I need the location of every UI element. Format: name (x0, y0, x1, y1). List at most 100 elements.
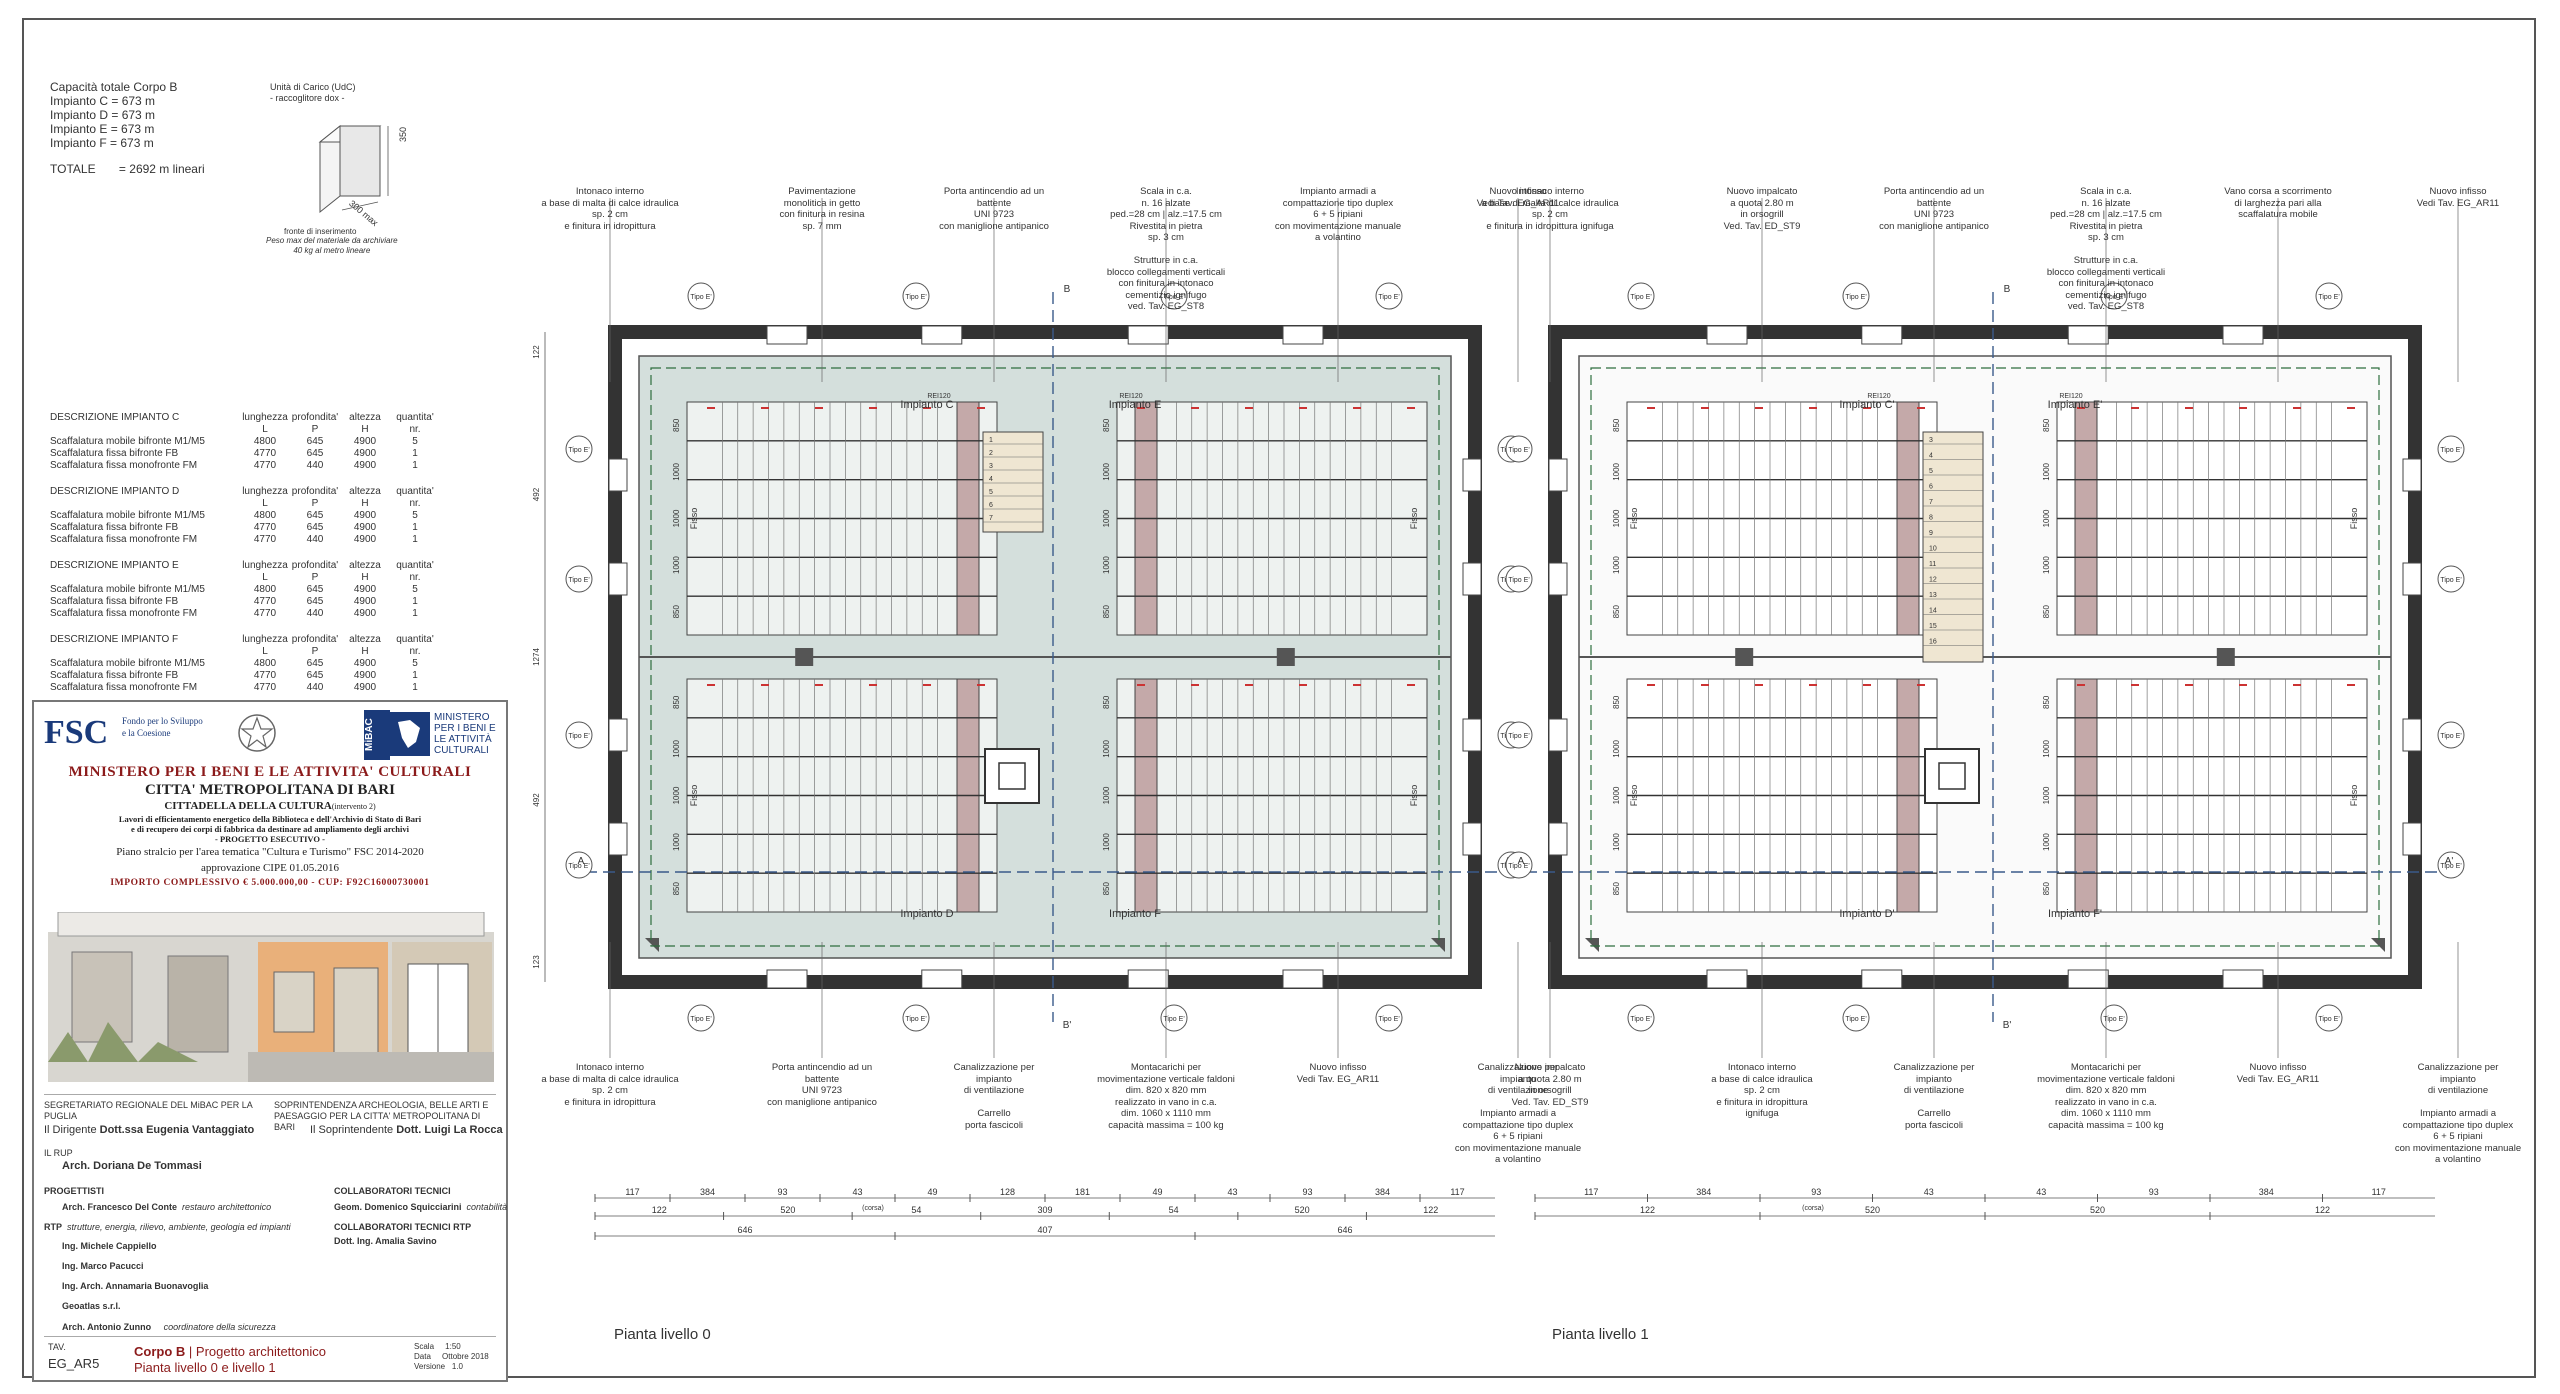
table-cell: 4770 (253, 522, 277, 533)
dimension-value: 43 (1227, 1187, 1237, 1197)
tipo-e-label: Tipo E' (690, 294, 711, 301)
shelf-dim: 850 (1612, 418, 1621, 432)
window-opening (1282, 969, 1324, 989)
table-cell: 4900 (353, 448, 377, 459)
bottom-annotation: Canalizzazione per impianto di ventilazi… (953, 1062, 1035, 1131)
ministero-logo-text: MINISTERO PER I BENI E LE ATTIVITÀ CULTU… (434, 712, 496, 756)
tipo-e-label: Tipo E' (1163, 1016, 1184, 1023)
fsc-subtitle: Fondo per lo Sviluppo e la Coesione (122, 716, 203, 738)
approvazione-cipe: approvazione CIPE 01.05.2016 (200, 862, 340, 874)
window-opening-side (608, 822, 628, 856)
fisso-label: Fisso (1629, 785, 1639, 807)
stair-number: 14 (1929, 608, 1937, 615)
column-header: quantita' (396, 412, 434, 423)
top-annotation: Nuovo impalcato a quota 2.80 m in orsogr… (1723, 186, 1801, 232)
shelf-dim: 1000 (1612, 556, 1621, 574)
top-annotation: Scala in c.a. n. 16 alzate ped.=28 cm | … (2046, 186, 2166, 312)
table-cell: 645 (306, 658, 324, 669)
dimension-value: 384 (700, 1187, 715, 1197)
shelf-dim: 1000 (672, 556, 681, 574)
tipo-e-marker (2437, 435, 2465, 463)
tipo-e-marker (2315, 1004, 2343, 1032)
table-cell: 1 (412, 460, 418, 471)
window-opening (2222, 325, 2264, 345)
vdimension-value: 492 (532, 793, 541, 807)
tipo-e-label: Tipo E' (1630, 1016, 1651, 1023)
tipo-e-marker (687, 282, 715, 310)
tipo-e-label: Tipo E' (1378, 1016, 1399, 1023)
impianto-title: DESCRIZIONE IMPIANTO F (50, 634, 179, 645)
shelf-dim: 850 (1102, 418, 1111, 432)
piano-stralcio: Piano stralcio per l'area tematica "Cult… (116, 846, 424, 858)
shelf-dim: 850 (672, 418, 681, 432)
dashed-boundary (1590, 367, 2380, 947)
collab-label: COLLABORATORI TECNICI (334, 1186, 451, 1196)
collab: Geom. Domenico Squicciarini contabilità (334, 1202, 508, 1212)
window-opening-side (2402, 458, 2422, 492)
tipo-e-label: Tipo E' (2440, 447, 2461, 454)
dimension-value: 117 (1450, 1187, 1464, 1197)
tipo-e-label: Tipo E' (2440, 577, 2461, 584)
tipo-e-label: Tipo E' (905, 1016, 926, 1023)
fisso-label: Fisso (1629, 508, 1639, 530)
impianto-title: DESCRIZIONE IMPIANTO E (50, 560, 179, 571)
vdimension-value: 1274 (532, 648, 541, 666)
tipo-e-label: Tipo E' (568, 447, 589, 454)
window-opening-side (2402, 562, 2422, 596)
dimension-value: 43 (2036, 1187, 2046, 1197)
shelf-dim: 850 (1612, 881, 1621, 895)
capacity-line: Impianto F = 673 m (50, 136, 154, 150)
column-subheader: H (361, 498, 369, 509)
shelf-dim: 1000 (1612, 833, 1621, 851)
shelf-dim: 850 (672, 604, 681, 618)
project-phase: - PROGETTO ESECUTIVO - (215, 834, 325, 844)
dimension-value: 309 (1037, 1205, 1052, 1215)
stair-number: 10 (1929, 546, 1937, 553)
table-cell: 1 (412, 682, 418, 693)
corner-duct (1585, 938, 1599, 952)
top-annotation: Nuovo infisso Vedi Tav. EG_AR11 (2416, 186, 2500, 209)
dimension-value: 384 (1696, 1187, 1711, 1197)
plan-group (1505, 198, 2465, 1220)
udc-subtitle: - raccoglitore dox - (270, 93, 345, 103)
column-header: profondita' (291, 560, 339, 571)
tipo-e-marker (2437, 851, 2465, 879)
table-cell: 440 (306, 608, 324, 619)
drawing-sheet (22, 18, 2536, 1378)
importo-cup: IMPORTO COMPLESSIVO € 5.000.000,00 - CUP… (110, 878, 430, 888)
shelf-dim: 1000 (1102, 833, 1111, 851)
shelf-dim: 1000 (1612, 462, 1621, 480)
tipo-e-label: Tipo E' (690, 1016, 711, 1023)
column-subheader: L (262, 572, 268, 583)
dimension-value: 43 (1924, 1187, 1934, 1197)
shelf-dim: 850 (672, 881, 681, 895)
tipo-e-marker (687, 1004, 715, 1032)
dimension-value: 407 (1037, 1225, 1052, 1235)
progettista: Arch. Francesco Del Conte restauro archi… (62, 1202, 272, 1212)
tipo-e-label: Tipo E' (1845, 294, 1866, 301)
table-cell: 4900 (353, 460, 377, 471)
table-cell: 4770 (253, 448, 277, 459)
dimension-value: 122 (1640, 1205, 1655, 1215)
stair-number: 9 (1929, 530, 1933, 537)
column-subheader: P (311, 424, 319, 435)
table-cell: 645 (306, 596, 324, 607)
tipo-e-marker (1505, 435, 1533, 463)
table-cell: 645 (306, 436, 324, 447)
window-opening (1861, 969, 1903, 989)
soprintendenza: SOPRINTENDENZA ARCHEOLOGIA, BELLE ARTI E… (274, 1100, 489, 1132)
shelf-dim: 1000 (2042, 786, 2051, 804)
table-cell: 4770 (253, 460, 277, 471)
window-opening-side (608, 458, 628, 492)
window-opening (2067, 969, 2109, 989)
column-header: altezza (349, 412, 381, 423)
table-cell: 4900 (353, 596, 377, 607)
column-subheader: L (262, 498, 268, 509)
title-block: FSC Fondo per lo Sviluppo e la Coesione … (32, 700, 508, 1382)
shelf-dim: 850 (2042, 695, 2051, 709)
shelf-dim: 1000 (2042, 509, 2051, 527)
